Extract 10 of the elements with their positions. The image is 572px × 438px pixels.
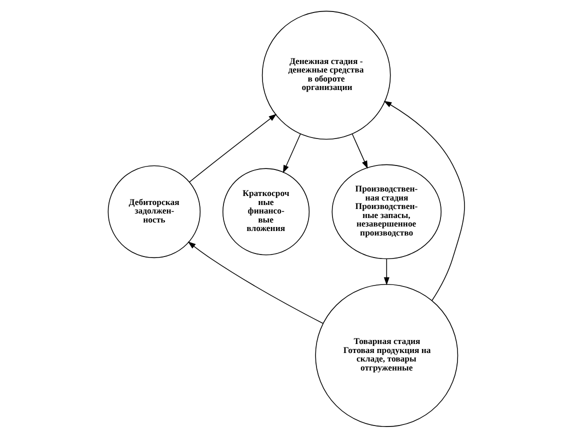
arrow	[187, 241, 323, 324]
node-circle: Дебиторская задолжен- ность	[107, 165, 200, 258]
arrow	[383, 100, 464, 301]
node-ellipse: Производствен- ная стадия Производствен- ные запасы, незавершенное производство	[331, 164, 442, 260]
arrow	[383, 258, 389, 286]
node-circle: Краткосроч ные финансо- вые вложения	[222, 168, 310, 256]
arrow	[351, 134, 368, 169]
arrow	[188, 114, 276, 182]
arrow	[282, 134, 300, 174]
node-circle: Товарная стадия Готовая продукция на складе, товары отгруженные	[314, 284, 458, 427]
